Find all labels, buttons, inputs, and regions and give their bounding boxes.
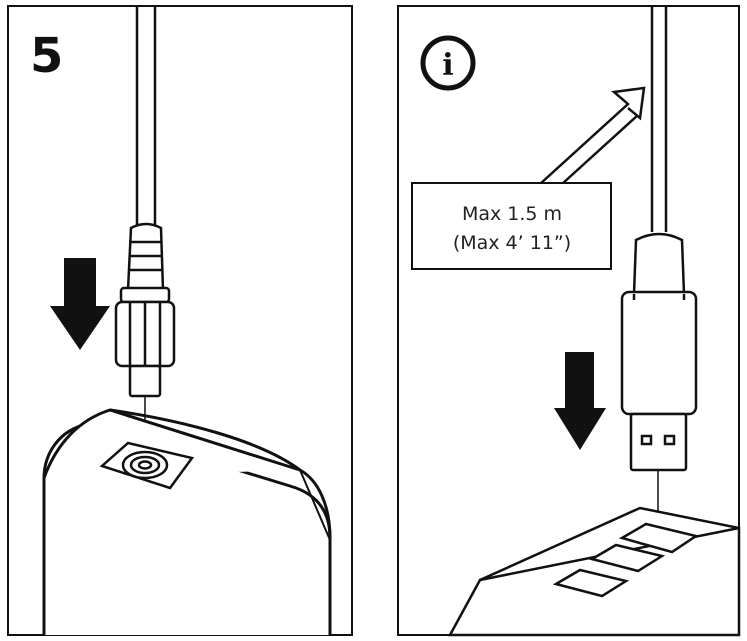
info-icon: i bbox=[420, 35, 476, 91]
usb-hub bbox=[447, 506, 741, 637]
down-arrow-icon bbox=[554, 352, 606, 450]
usb-plug bbox=[620, 232, 698, 520]
info-symbol: i bbox=[442, 48, 453, 83]
step-number: 5 bbox=[30, 28, 63, 84]
diagonal-arrow-icon bbox=[539, 86, 646, 185]
dc-plug bbox=[114, 222, 176, 462]
down-arrow-icon bbox=[50, 258, 110, 350]
length-label-box: Max 1.5 m (Max 4’ 11”) bbox=[411, 182, 612, 270]
dc-cable bbox=[135, 6, 157, 232]
length-label-metric: Max 1.5 m bbox=[462, 203, 562, 225]
panel-right: i Max 1.5 m (Max 4’ 11”) bbox=[397, 5, 741, 637]
length-label-imperial: (Max 4’ 11”) bbox=[453, 232, 571, 254]
panel-left: 5 bbox=[7, 5, 353, 636]
dc-socket bbox=[99, 441, 195, 490]
usb-cable bbox=[650, 6, 668, 232]
